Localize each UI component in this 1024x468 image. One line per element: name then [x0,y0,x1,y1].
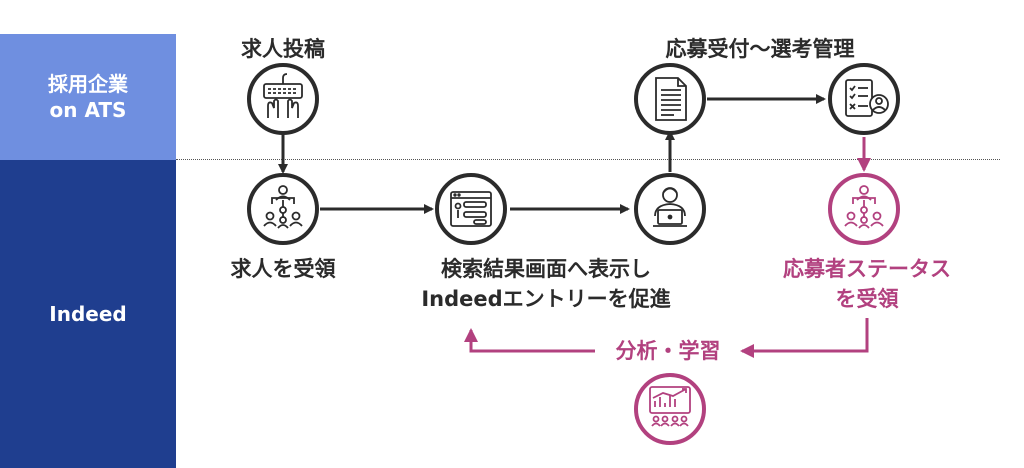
lane-indeed: Indeed [0,160,176,468]
keyboard-icon [263,73,303,118]
lane-divider [176,159,1000,160]
search-results-icon [450,191,492,227]
document-icon [655,77,687,121]
label-job-posting: 求人投稿 [241,37,325,61]
label-application-management: 応募受付〜選考管理 [665,37,855,61]
arrow-analytics-to-search [464,328,595,353]
node-status-received [828,173,900,245]
arrow-status-to-analytics [740,318,869,358]
lane-employer-ats: 採用企業 on ATS [0,34,176,160]
analytics-icon [649,386,691,427]
org-network-icon [263,185,303,229]
node-user-entry [634,173,706,245]
checklist-candidate-icon [845,79,889,117]
node-job-posting [247,63,319,135]
label-search-display: 検索結果画面へ表示し Indeedエントリーを促進 [421,257,671,311]
node-candidate-review [828,63,900,135]
node-application-management [634,63,706,135]
label-status-received: 応募者ステータス を受領 [783,257,951,311]
org-network-icon [844,185,884,229]
node-job-received [247,173,319,245]
person-laptop-icon [653,187,687,227]
label-analytics: 分析・学習 [598,336,738,366]
label-job-received: 求人を受領 [230,257,336,281]
node-search-display [435,173,507,245]
node-analytics [634,373,706,445]
